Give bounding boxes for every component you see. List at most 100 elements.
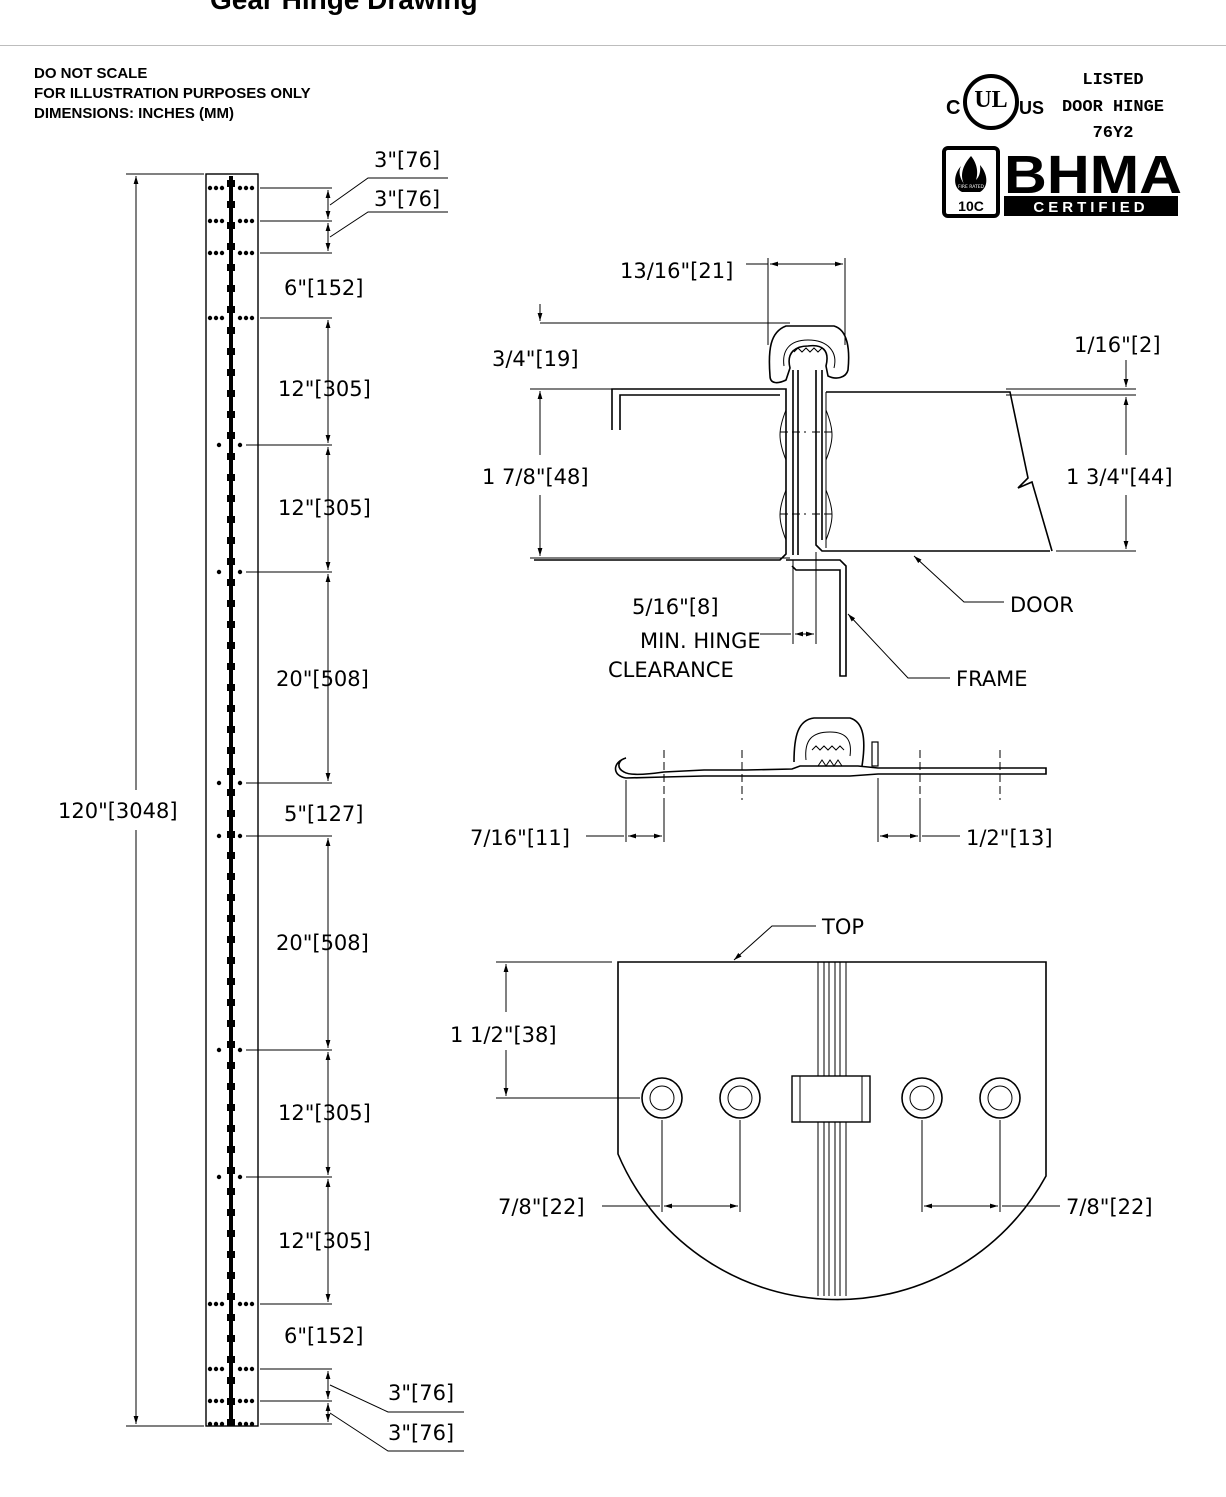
screw-hole-dot <box>249 218 255 224</box>
frame-leaf <box>792 370 799 555</box>
screw-hole-dot <box>213 1301 219 1307</box>
gear-segment <box>227 705 235 712</box>
screw-hole-dot <box>219 1421 225 1427</box>
door-thickness-label: 1 3/4"[44] <box>1066 465 1173 489</box>
center-clip <box>791 1075 871 1123</box>
open-gear-cap <box>793 717 865 767</box>
screw-hole-dot <box>249 1301 255 1307</box>
screw-hole-dot <box>237 1398 243 1404</box>
bhma-certified-mark: FIRE RATED 10C BHMA CERTIFIED <box>942 145 1182 218</box>
screw-hole-dot <box>243 1421 249 1427</box>
gear-segment <box>227 1020 235 1027</box>
screw-hole-dot <box>216 569 222 575</box>
barrel-lines <box>817 962 847 1296</box>
left-edge-label: 7/16"[11] <box>470 826 570 850</box>
gear-segment <box>227 453 235 460</box>
gear-segment <box>227 306 235 313</box>
gear-segment <box>227 1041 235 1048</box>
screw-hole-dot <box>216 1174 222 1180</box>
gear-segment <box>227 1146 235 1153</box>
screw-hole-dot <box>237 1366 243 1372</box>
screw-hole-dot <box>243 185 249 191</box>
bhma-wordmark: BHMA <box>1004 145 1182 205</box>
top-callout: TOP <box>821 915 864 939</box>
left-spacing-label: 7/8"[22] <box>498 1195 585 1219</box>
screw-hole-dot <box>237 250 243 256</box>
ul-c-letter: C <box>946 97 960 119</box>
clearance-line-1: MIN. HINGE <box>640 629 761 653</box>
screw-hole-dot <box>237 1301 243 1307</box>
screw-hole-dot <box>243 1301 249 1307</box>
spacing-label-5: 12"[305] <box>278 496 371 520</box>
screw-hole-dot <box>237 780 243 786</box>
screw-hole-dot <box>207 1366 213 1372</box>
right-spacing-label: 7/8"[22] <box>1066 1195 1153 1219</box>
gear-segment <box>227 1104 235 1111</box>
gear-segment <box>227 642 235 649</box>
screw-hole-dot <box>237 833 243 839</box>
screw-hole-dot <box>207 185 213 191</box>
door-leaf <box>815 370 1050 552</box>
gear-segment <box>227 978 235 985</box>
gear-segment <box>227 789 235 796</box>
screw-hole-dot <box>243 250 249 256</box>
offset-label: 1/16"[2] <box>1074 333 1161 357</box>
screw-hole-dot <box>237 1421 243 1427</box>
gear-segment <box>227 1083 235 1090</box>
overall-length-label: 120"[3048] <box>58 799 178 823</box>
screw-hole-dot <box>237 1174 243 1180</box>
gear-segment <box>227 600 235 607</box>
spacing-label-11: 6"[152] <box>284 1324 364 1348</box>
screw-hole-dot <box>207 1301 213 1307</box>
gear-segment <box>227 1125 235 1132</box>
gear-segment <box>227 264 235 271</box>
frame-depth-label: 1 7/8"[48] <box>482 465 589 489</box>
gear-segment <box>227 1230 235 1237</box>
gear-segment <box>227 1356 235 1363</box>
ul-us-letters: US <box>1019 98 1044 118</box>
clearance-label: 5/16"[8] <box>632 595 719 619</box>
certified-label: CERTIFIED <box>1033 199 1148 216</box>
screw-hole-dot <box>243 315 249 321</box>
gear-segment <box>227 1335 235 1342</box>
spacing-label-4: 12"[305] <box>278 377 371 401</box>
hinge-width-label: 13/16"[21] <box>620 259 733 283</box>
screw-hole-dot <box>219 1398 225 1404</box>
gear-segment <box>227 747 235 754</box>
gear-segment <box>227 411 235 418</box>
open-hole-centerlines <box>663 750 1001 800</box>
ul-listed-mark: C UL US LISTED DOOR HINGE 76Y2 <box>946 71 1164 143</box>
hinge-elevation: 120"[3048] <box>58 148 464 1452</box>
screw-hole-dot <box>219 218 225 224</box>
frame-profile <box>534 388 787 561</box>
gear-segment <box>227 999 235 1006</box>
row-extension-lines <box>246 187 332 1425</box>
gear-segment <box>227 1272 235 1279</box>
gear-segment <box>227 684 235 691</box>
screw-hole-dot <box>213 315 219 321</box>
ul-circle <box>963 74 1019 130</box>
page-header-fragment: Gear Hinge Drawing <box>210 0 670 24</box>
gear-segment <box>227 957 235 964</box>
frame-leg <box>786 559 847 677</box>
screw-hole <box>901 1077 943 1119</box>
screw-hole-dot <box>213 1366 219 1372</box>
gear-segment <box>227 285 235 292</box>
note-do-not-scale: DO NOT SCALE <box>34 65 148 82</box>
spacing-label-2: 3"[76] <box>374 187 440 211</box>
gear-segment <box>227 243 235 250</box>
from-top-label: 1 1/2"[38] <box>450 1023 557 1047</box>
screw-hole-dot <box>249 250 255 256</box>
gear-segment <box>227 1167 235 1174</box>
gear-segment <box>227 873 235 880</box>
screw-hole-dot <box>237 442 243 448</box>
spacing-label-12: 3"[76] <box>388 1381 454 1405</box>
screw-centerlines <box>780 431 836 515</box>
screw-hole-dot <box>237 315 243 321</box>
spacing-label-6: 20"[508] <box>276 667 369 691</box>
ul-listed-line2: DOOR HINGE <box>1062 98 1164 117</box>
gear-segment <box>227 495 235 502</box>
gear-segment <box>227 348 235 355</box>
gear-segment <box>227 1188 235 1195</box>
gear-segment <box>227 936 235 943</box>
